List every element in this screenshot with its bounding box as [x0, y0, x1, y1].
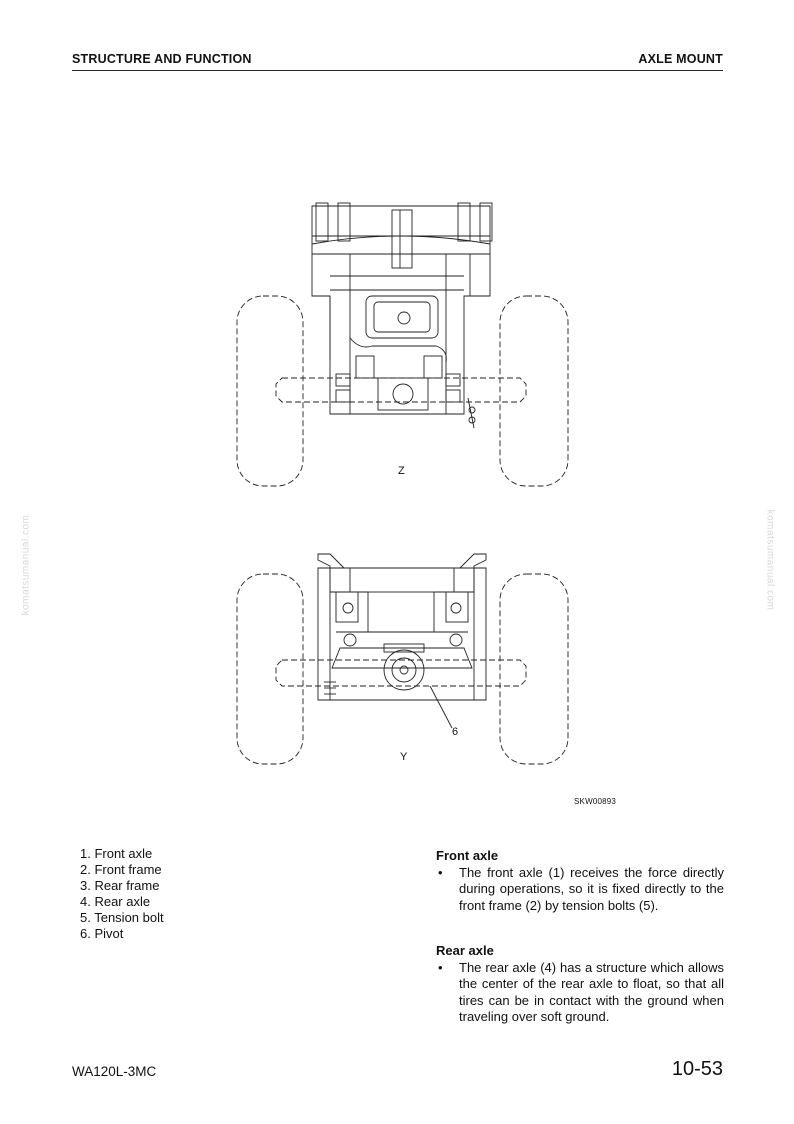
- view-label-y: Y: [400, 751, 408, 763]
- front-axle-heading: Front axle: [436, 848, 499, 863]
- legend-item: 5. Tension bolt: [80, 910, 164, 925]
- page-number: 10-53: [671, 1058, 723, 1080]
- front-axle-bullet-item: • The front axle (1) receives the force …: [436, 865, 724, 914]
- front-right-tire: [499, 295, 569, 487]
- front-axle-view: [236, 202, 569, 487]
- rear-axle-bullet-item: • The rear axle (4) has a structure whic…: [436, 960, 724, 1025]
- rear-axle-view: [236, 553, 569, 765]
- page-header: STRUCTURE AND FUNCTION AXLE MOUNT: [72, 52, 723, 71]
- callout-pivot: 6: [452, 726, 459, 738]
- parts-legend: 1. Front axle 2. Front frame 3. Rear fra…: [80, 846, 164, 942]
- rear-right-tire: [499, 573, 569, 765]
- front-axle-section: Front axle • The front axle (1) receives…: [436, 848, 724, 914]
- front-left-tire: [236, 295, 304, 487]
- legend-item: 1. Front axle: [80, 846, 153, 861]
- rear-axle-heading: Rear axle: [436, 943, 494, 958]
- legend-item: 6. Pivot: [80, 926, 124, 941]
- rear-left-tire: [236, 573, 304, 765]
- view-label-z: Z: [398, 465, 405, 477]
- front-axle-text: The front axle (1) receives the force di…: [459, 865, 724, 913]
- rear-axle-text: The rear axle (4) has a structure which …: [459, 960, 724, 1024]
- legend-item: 4. Rear axle: [80, 894, 151, 909]
- section-title: STRUCTURE AND FUNCTION: [72, 52, 252, 66]
- model-number: WA120L-3MC: [72, 1064, 157, 1079]
- topic-title: AXLE MOUNT: [638, 52, 723, 66]
- rear-axle-housing: [275, 659, 527, 687]
- front-axle-housing: [275, 377, 527, 403]
- figure-code: SKW00893: [574, 797, 617, 806]
- bullet: •: [438, 865, 443, 881]
- legend-item: 3. Rear frame: [80, 878, 160, 893]
- bullet: •: [438, 960, 443, 976]
- rear-axle-section: Rear axle • The rear axle (4) has a stru…: [436, 943, 724, 1025]
- legend-item: 2. Front frame: [80, 862, 162, 877]
